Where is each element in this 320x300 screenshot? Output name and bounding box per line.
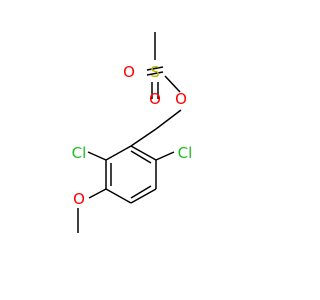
bond-ring-methoxy-oxygen xyxy=(88,188,107,199)
bond-ring-top-right xyxy=(130,145,157,161)
ester-oxygen-label: O xyxy=(175,90,187,108)
molecule-structure: S O O O Cl Cl O xyxy=(72,32,193,233)
chlorine-left-label: Cl xyxy=(72,144,87,162)
atom-labels: S O O O Cl Cl O xyxy=(72,63,193,208)
bond-ring-bottom-right-inner xyxy=(130,185,152,199)
bond-sulfur-oxygen-left-b xyxy=(146,71,164,76)
bond-ring-top-right-inner xyxy=(130,150,152,164)
bond-sulfur-ester-oxygen xyxy=(164,75,181,93)
bond-ester-oxygen-ch2 xyxy=(155,109,182,130)
bond-ring-chlorine-left xyxy=(87,151,107,161)
sulfonyl-oxygen-left-label: O xyxy=(123,63,135,81)
sulfur-label: S xyxy=(150,63,160,81)
bond-ch2-ring xyxy=(130,128,157,147)
sulfonyl-oxygen-bottom-label: O xyxy=(149,90,161,108)
bonds xyxy=(77,32,182,233)
bond-ring-top-left xyxy=(105,145,132,161)
bond-sulfur-oxygen-left-a xyxy=(146,66,164,71)
bond-ring-chlorine-right xyxy=(155,151,175,161)
bond-ring-bottom-left xyxy=(105,188,132,204)
bond-ring-bottom-right xyxy=(130,188,157,204)
methoxy-oxygen-label: O xyxy=(73,190,85,208)
chlorine-right-label: Cl xyxy=(178,144,193,162)
